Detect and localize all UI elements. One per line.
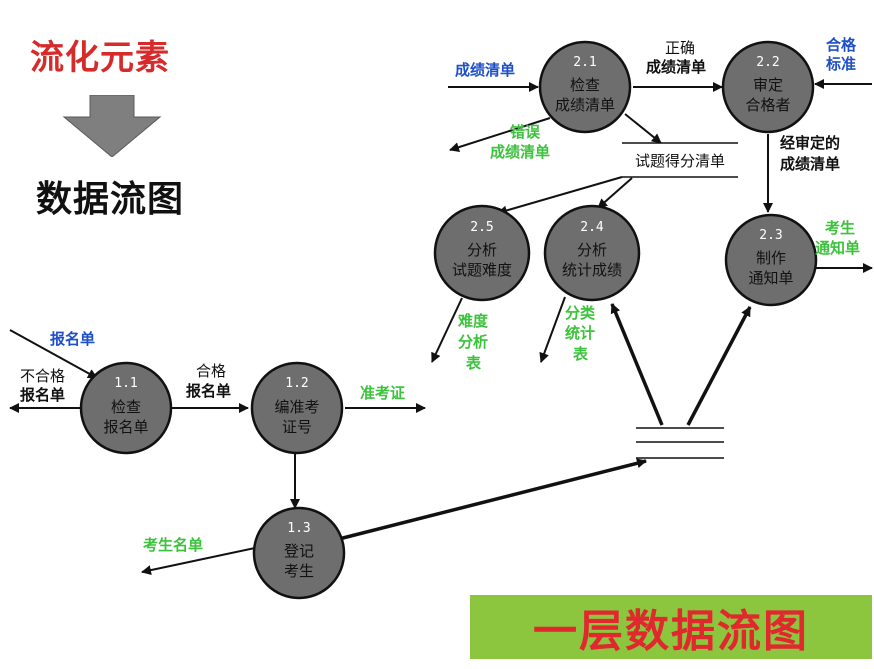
svg-text:登记: 登记 xyxy=(284,542,314,560)
svg-text:成绩清单: 成绩清单 xyxy=(555,96,615,114)
flow-21-to-store xyxy=(624,113,662,144)
label-hege-1: 合格 xyxy=(196,362,226,380)
label-jingshending-1: 经审定的 xyxy=(780,134,840,152)
flow-fenlei-out xyxy=(539,296,566,363)
flow-store-to-24-bottom xyxy=(610,303,664,426)
process-1-3: 1.3 登记 考生 xyxy=(252,506,346,600)
flow-13-to-store xyxy=(334,458,647,542)
process-2-2: 2.2 审定 合格者 xyxy=(721,40,815,134)
data-store-scores: 试题得分清单 xyxy=(622,142,738,178)
flow-store-to-24 xyxy=(597,177,633,209)
label-kaoshengmingdan: 考生名单 xyxy=(143,536,203,554)
svg-text:检查: 检查 xyxy=(570,76,600,94)
process-2-5: 2.5 分析 试题难度 xyxy=(433,204,531,302)
label-cuowu-1: 错误 xyxy=(510,123,541,141)
svg-text:分析: 分析 xyxy=(577,241,607,259)
label-jingshending-2: 成绩清单 xyxy=(780,155,840,173)
svg-text:1.2: 1.2 xyxy=(285,376,308,391)
svg-text:考生: 考生 xyxy=(284,562,314,580)
svg-text:分析: 分析 xyxy=(467,241,497,259)
label-fenlei-3: 表 xyxy=(573,345,589,363)
svg-text:2.1: 2.1 xyxy=(573,55,596,70)
label-hegebiaozhun-1: 合格 xyxy=(825,36,857,54)
label-fenlei-2: 统计 xyxy=(565,324,595,342)
flow-baomingdan-in xyxy=(9,329,98,379)
label-cuowu-2: 成绩清单 xyxy=(490,143,550,161)
svg-text:审定: 审定 xyxy=(753,76,783,94)
flow-store-to-25 xyxy=(497,176,623,216)
data-store-bottom xyxy=(636,427,724,459)
label-baomingdan: 报名单 xyxy=(50,330,95,348)
banner-level-one-dfd: 一层数据流图 xyxy=(470,595,872,659)
svg-text:证号: 证号 xyxy=(282,418,312,436)
label-chengjiqingdan: 成绩清单 xyxy=(455,61,515,79)
svg-text:1.1: 1.1 xyxy=(114,376,137,391)
label-buhege-1: 不合格 xyxy=(20,367,65,385)
label-nandu-1: 难度 xyxy=(457,312,489,330)
label-zhengque-2: 成绩清单 xyxy=(646,58,706,76)
label-zhengque-1: 正确 xyxy=(665,39,695,57)
label-fenlei-1: 分类 xyxy=(565,304,596,322)
svg-text:合格者: 合格者 xyxy=(745,96,790,114)
svg-text:统计成绩: 统计成绩 xyxy=(562,261,622,279)
label-buhege-2: 报名单 xyxy=(20,386,65,404)
svg-text:2.5: 2.5 xyxy=(470,220,493,235)
svg-text:2.2: 2.2 xyxy=(756,55,779,70)
label-hegebiaozhun-2: 标准 xyxy=(825,55,856,73)
label-nandu-3: 表 xyxy=(466,354,482,372)
svg-text:1.3: 1.3 xyxy=(287,521,310,536)
process-2-1: 2.1 检查 成绩清单 xyxy=(538,40,632,134)
banner-title: 一层数据流图 xyxy=(533,606,809,657)
process-1-1: 1.1 检查 报名单 xyxy=(79,361,173,455)
heading-flow-elements: 流化元素 xyxy=(30,38,170,78)
label-zhunkaozheng: 准考证 xyxy=(360,384,405,402)
label-nandu-2: 分析 xyxy=(458,333,488,351)
svg-text:制作: 制作 xyxy=(756,249,786,267)
label-hege-2: 报名单 xyxy=(186,382,231,400)
svg-text:2.4: 2.4 xyxy=(580,220,604,235)
svg-text:编准考: 编准考 xyxy=(274,398,319,416)
heading-dfd: 数据流图 xyxy=(36,179,185,220)
down-arrow-icon xyxy=(62,95,162,157)
svg-text:报名单: 报名单 xyxy=(103,418,148,436)
label-kaoshengtongzhi-2: 通知单 xyxy=(815,239,860,257)
process-1-2: 1.2 编准考 证号 xyxy=(250,361,344,455)
svg-text:试题难度: 试题难度 xyxy=(452,261,512,279)
flow-cuowu-out xyxy=(449,117,551,153)
flow-nandu-out xyxy=(431,297,463,363)
flow-store-to-23-bottom xyxy=(686,306,752,426)
data-store-scores-label: 试题得分清单 xyxy=(635,152,725,170)
svg-text:检查: 检查 xyxy=(111,398,141,416)
label-kaoshengtongzhi-1: 考生 xyxy=(825,219,855,237)
svg-text:通知单: 通知单 xyxy=(748,269,793,287)
process-2-4: 2.4 分析 统计成绩 xyxy=(543,204,641,302)
flow-kaoshengmingdan-out xyxy=(141,547,256,576)
svg-text:2.3: 2.3 xyxy=(759,228,782,243)
process-2-3: 2.3 制作 通知单 xyxy=(724,213,818,307)
